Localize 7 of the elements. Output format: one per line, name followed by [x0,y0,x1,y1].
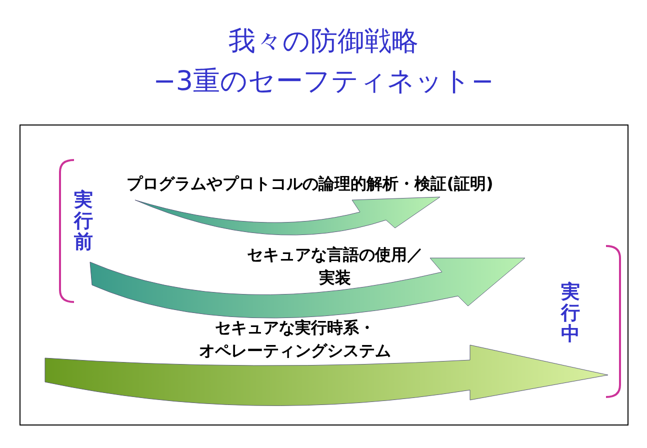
phase-label: 実行中 [561,282,580,345]
step-text: プログラムやプロトコルの論理的解析・検証(証明) [126,173,494,195]
step-text: セキュアな言語の使用／実装 [246,244,424,290]
phase-label: 実行前 [74,190,93,253]
step-text: セキュアな実行時系・オペレーティングシステム [198,317,392,362]
title: 我々の防御戦略 [228,25,420,59]
subtitle: −3重のセーフティネット− [152,65,495,99]
